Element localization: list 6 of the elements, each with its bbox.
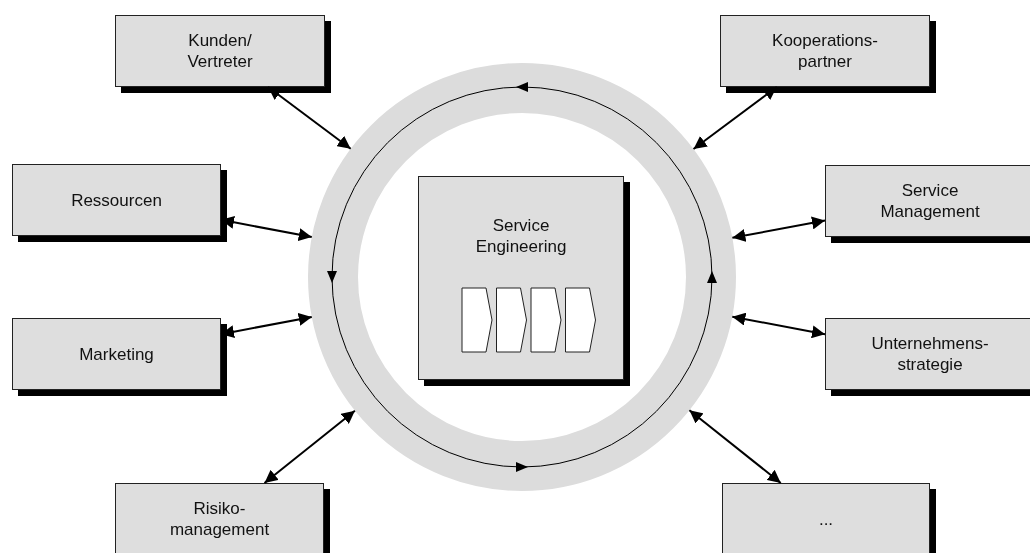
double-arrow [692,86,778,151]
double-arrow [731,216,826,242]
double-arrow [263,409,356,484]
double-arrow [267,86,352,150]
double-arrow [731,312,826,339]
double-arrow [688,409,782,484]
